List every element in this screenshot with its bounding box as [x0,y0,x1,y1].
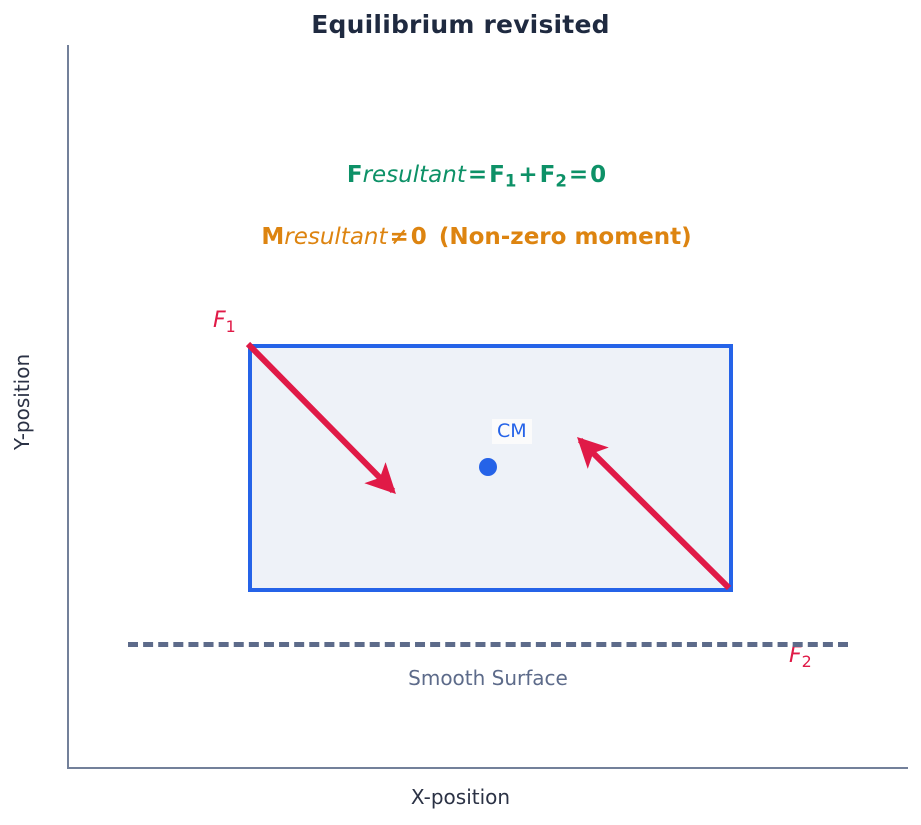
page-title: Equilibrium revisited [311,10,610,39]
force-label-f2-name: F [788,643,802,668]
x-axis-spine [67,767,908,769]
force-equation-subscript: resultant [362,162,466,188]
moment-equation-subscript: resultant [284,224,388,250]
y-axis-spine [67,45,69,769]
force-label-f2-subscript: 2 [801,651,812,671]
force-equation-relation: = [467,162,488,188]
force-equation: Fresultant=F1+F2=0 [0,136,921,217]
force-plus-operator: + [518,162,538,188]
force-term-1: F [489,162,505,188]
force-term-2: F [539,162,556,188]
force-equation-symbol: F [346,162,363,188]
force-equals-operator: = [568,162,589,188]
moment-equation: Mresultant≠0 (Non-zero moment) [0,198,921,276]
moment-equation-value: 0 [410,224,427,250]
force-term-2-subscript: 2 [555,171,567,191]
moment-equation-relation: ≠ [389,224,409,250]
force-label-f1: F1 [185,283,236,361]
force-label-f1-subscript: 1 [225,316,236,336]
force-term-1-subscript: 1 [504,171,517,191]
center-of-mass-dot [479,458,497,476]
moment-equation-note: (Non-zero moment) [438,224,692,250]
force-label-f2: F2 [761,618,812,696]
center-of-mass-label: CM [492,419,532,444]
moment-equation-symbol: M [261,224,285,250]
smooth-surface-line [128,642,848,647]
x-axis-label: X-position [410,785,511,809]
smooth-surface-label: Smooth Surface [408,666,568,690]
force-equation-value: 0 [590,162,607,188]
force-label-f1-name: F [212,308,226,333]
y-axis-label: Y-position [10,353,34,451]
